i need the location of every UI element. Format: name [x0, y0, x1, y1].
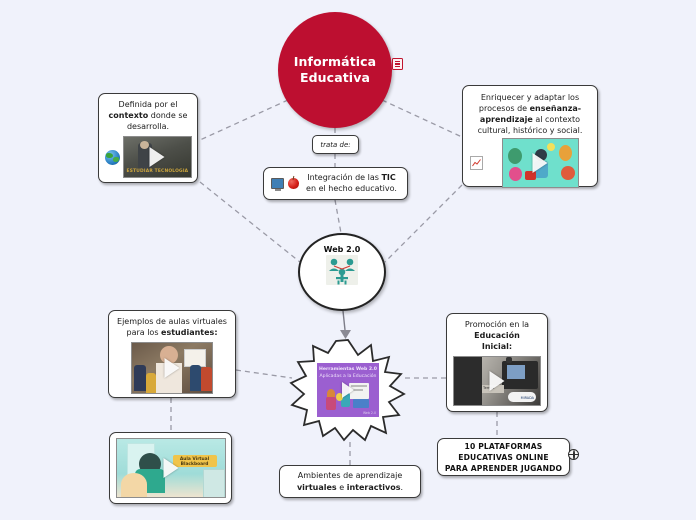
play-icon[interactable]	[489, 371, 505, 392]
node-ambientes[interactable]: Ambientes de aprendizaje virtuales e int…	[279, 465, 421, 498]
video-thumbnail-enriquecer[interactable]	[501, 138, 579, 189]
node-aula-blackboard[interactable]: Aula Virtual Blackboard	[109, 432, 232, 504]
node-contexto[interactable]: Definida por el contexto donde se desarr…	[98, 93, 198, 183]
node-contexto-text: Definida por el contexto donde se desarr…	[99, 94, 197, 134]
node-herramientas-burst[interactable]: Herramientas Web 2.0 Aplicadas a la Educ…	[289, 338, 407, 442]
node-ambientes-bold1: virtuales	[296, 482, 337, 492]
node-integracion-text-part1: Integración de las	[307, 172, 382, 182]
node-contexto-text-part2: donde se desarrolla.	[126, 111, 188, 132]
node-ambientes-text: Ambientes de aprendizaje virtuales e int…	[297, 470, 403, 492]
node-contexto-text-bold: contexto	[108, 111, 149, 121]
thumbnail-title-line2: Aplicadas a la Educación	[319, 374, 377, 379]
node-promocion[interactable]: Promoción en la Educación Inicial: Temas…	[446, 313, 548, 412]
node-plataformas-line2: EDUCATIVAS ONLINE	[458, 452, 549, 462]
people-network-icon	[326, 255, 358, 285]
thumbnail-badge-blackboard: Aula Virtual Blackboard	[179, 457, 210, 467]
node-promocion-text-bold2: Inicial:	[481, 342, 513, 352]
node-aulas-virtuales[interactable]: Ejemplos de aulas virtuales para los est…	[108, 310, 236, 398]
globe-icon	[105, 149, 120, 165]
play-icon[interactable]	[532, 153, 548, 174]
node-integracion-tic[interactable]: Integración de las TIC en el hecho educa…	[263, 167, 408, 200]
video-thumbnail-aulas[interactable]	[131, 342, 213, 395]
node-plataformas-text: 10 PLATAFORMAS EDUCATIVAS ONLINE PARA AP…	[445, 441, 562, 474]
play-icon[interactable]	[342, 382, 354, 398]
central-title-line2: Educativa	[300, 70, 370, 85]
node-enriquecer-text-bold: enseñanza-aprendizaje	[479, 104, 582, 125]
central-node-title: Informática Educativa	[294, 54, 376, 86]
node-integracion-text-bold: TIC	[381, 172, 396, 182]
node-enriquecer-text: Enriquecer y adaptar los procesos de ens…	[463, 86, 597, 137]
video-thumbnail-promocion[interactable]: Temas MIRADA	[453, 356, 541, 407]
node-integracion-text-part2: en el hecho educativo.	[306, 183, 397, 193]
node-web20[interactable]: Web 2.0	[298, 233, 386, 311]
note-list-icon[interactable]	[392, 58, 403, 70]
node-ambientes-part1: Ambientes de aprendizaje	[297, 471, 403, 481]
globe-link-icon[interactable]	[568, 449, 579, 460]
central-node[interactable]: Informática Educativa	[278, 12, 392, 128]
node-enriquecer[interactable]: Enriquecer y adaptar los procesos de ens…	[462, 85, 598, 189]
node-aulas-text-bold: estudiantes:	[161, 328, 218, 338]
connector-label-text: trata de:	[320, 140, 351, 149]
node-aulas-text: Ejemplos de aulas virtuales para los est…	[109, 311, 235, 340]
node-promocion-text-part1: Promoción en la	[464, 320, 530, 329]
video-thumbnail-contexto[interactable]: ESTUDIAR TECNOLOGIA	[122, 136, 192, 179]
node-contexto-text-part1: Definida por el	[118, 100, 178, 109]
apple-icon	[288, 178, 299, 189]
central-title-line1: Informática	[293, 54, 377, 69]
node-plataformas-line3: PARA APRENDER JUGANDO	[444, 463, 563, 473]
video-thumbnail-herramientas[interactable]: Herramientas Web 2.0 Aplicadas a la Educ…	[317, 363, 379, 417]
connector-label-trata-de: trata de:	[312, 135, 359, 154]
node-ambientes-mid: e	[336, 482, 347, 492]
node-ambientes-bold2: interactivos	[346, 482, 401, 492]
node-promocion-text-bold1: Educación	[474, 331, 520, 341]
monitor-icon	[271, 178, 284, 191]
thumbnail-title-line1: Herramientas Web 2.0	[318, 367, 377, 372]
node-web20-label: Web 2.0	[323, 245, 361, 254]
node-promocion-text: Promoción en la Educación Inicial:	[447, 314, 547, 353]
play-icon[interactable]	[163, 458, 178, 478]
play-icon[interactable]	[164, 358, 180, 379]
node-enriquecer-text-part2: al contexto cultural, histórico y social…	[477, 115, 583, 136]
node-plataformas-line1: 10 PLATAFORMAS	[464, 441, 543, 451]
chart-icon	[470, 156, 483, 171]
node-enriquecer-text-part1: Enriquecer y adaptar los procesos de	[478, 93, 580, 114]
node-ambientes-end: .	[400, 482, 404, 492]
node-plataformas[interactable]: 10 PLATAFORMAS EDUCATIVAS ONLINE PARA AP…	[437, 438, 570, 476]
play-icon[interactable]	[149, 147, 165, 168]
node-integracion-text: Integración de las TIC en el hecho educa…	[303, 173, 400, 195]
video-thumbnail-blackboard[interactable]: Aula Virtual Blackboard	[115, 438, 226, 498]
thumbnail-caption-contexto: ESTUDIAR TECNOLOGIA	[126, 169, 189, 175]
node-aulas-text-part1: Ejemplos de aulas virtuales para los	[117, 317, 227, 338]
